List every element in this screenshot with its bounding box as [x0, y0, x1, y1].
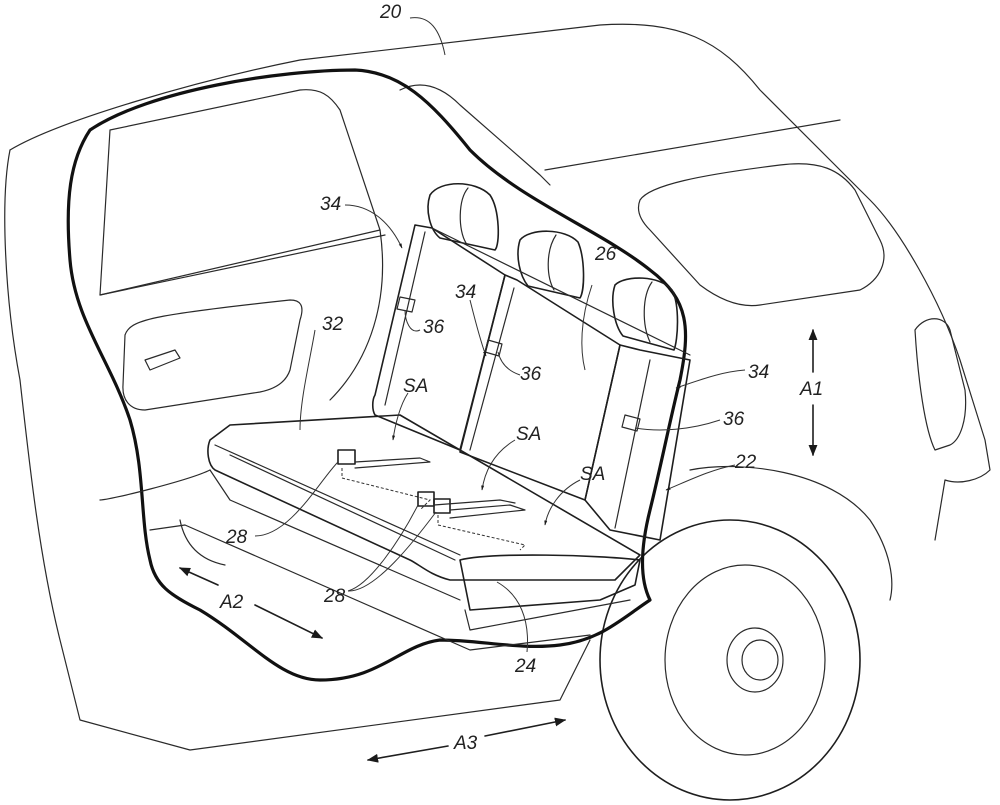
label-28-left: 28: [225, 527, 248, 548]
label-28-center: 28: [323, 586, 346, 607]
label-a1: A1: [799, 379, 823, 400]
axis-a3-arrow-right: [484, 717, 567, 737]
door-panel-pocket: [122, 299, 303, 411]
axis-a3-arrow-left: [366, 745, 449, 763]
strap-right-loop: [621, 414, 641, 432]
label-36-right: 36: [723, 409, 745, 430]
interior-door: [99, 89, 591, 651]
label-20: 20: [379, 2, 402, 23]
seat-cushion: [207, 414, 641, 581]
buckle-left: [337, 449, 356, 465]
strap-left-loop: [396, 296, 416, 313]
cutaway-outline: [66, 68, 688, 682]
door-handle: [144, 349, 181, 371]
axis-arrows: [178, 328, 818, 763]
vehicle-body: [4, 23, 991, 751]
label-34-center: 34: [455, 282, 476, 303]
buckle-center-b: [433, 498, 451, 514]
label-22: 22: [734, 452, 757, 473]
tail-light: [914, 318, 967, 451]
label-a3: A3: [453, 733, 478, 754]
headrest-left: [427, 183, 500, 251]
label-34-right: 34: [748, 362, 769, 383]
label-34-left: 34: [320, 194, 341, 215]
leader-lines: [254, 17, 746, 653]
axis-a2-arrow-right: [254, 604, 324, 639]
label-36-left: 36: [423, 317, 445, 338]
label-36-center: 36: [520, 364, 542, 385]
label-24: 24: [514, 656, 536, 677]
rear-window: [637, 163, 885, 307]
wheel: [599, 519, 861, 801]
label-26: 26: [594, 244, 617, 265]
headrest-right: [612, 277, 679, 351]
label-32: 32: [322, 314, 344, 335]
label-sa-left: SA: [403, 376, 428, 397]
reference-labels: 20 34 26 34 32 36 36 34 A1 SA 36 SA 22 S…: [219, 2, 823, 754]
rear-seat: [207, 183, 691, 631]
label-sa-right: SA: [580, 464, 605, 485]
axis-a2-arrow-left: [178, 567, 219, 586]
seat-bottom-end: [459, 554, 641, 611]
label-a2: A2: [219, 592, 244, 613]
seatback-right-panel: [584, 344, 691, 541]
headrest-center: [517, 230, 585, 299]
label-sa-center: SA: [516, 424, 541, 445]
